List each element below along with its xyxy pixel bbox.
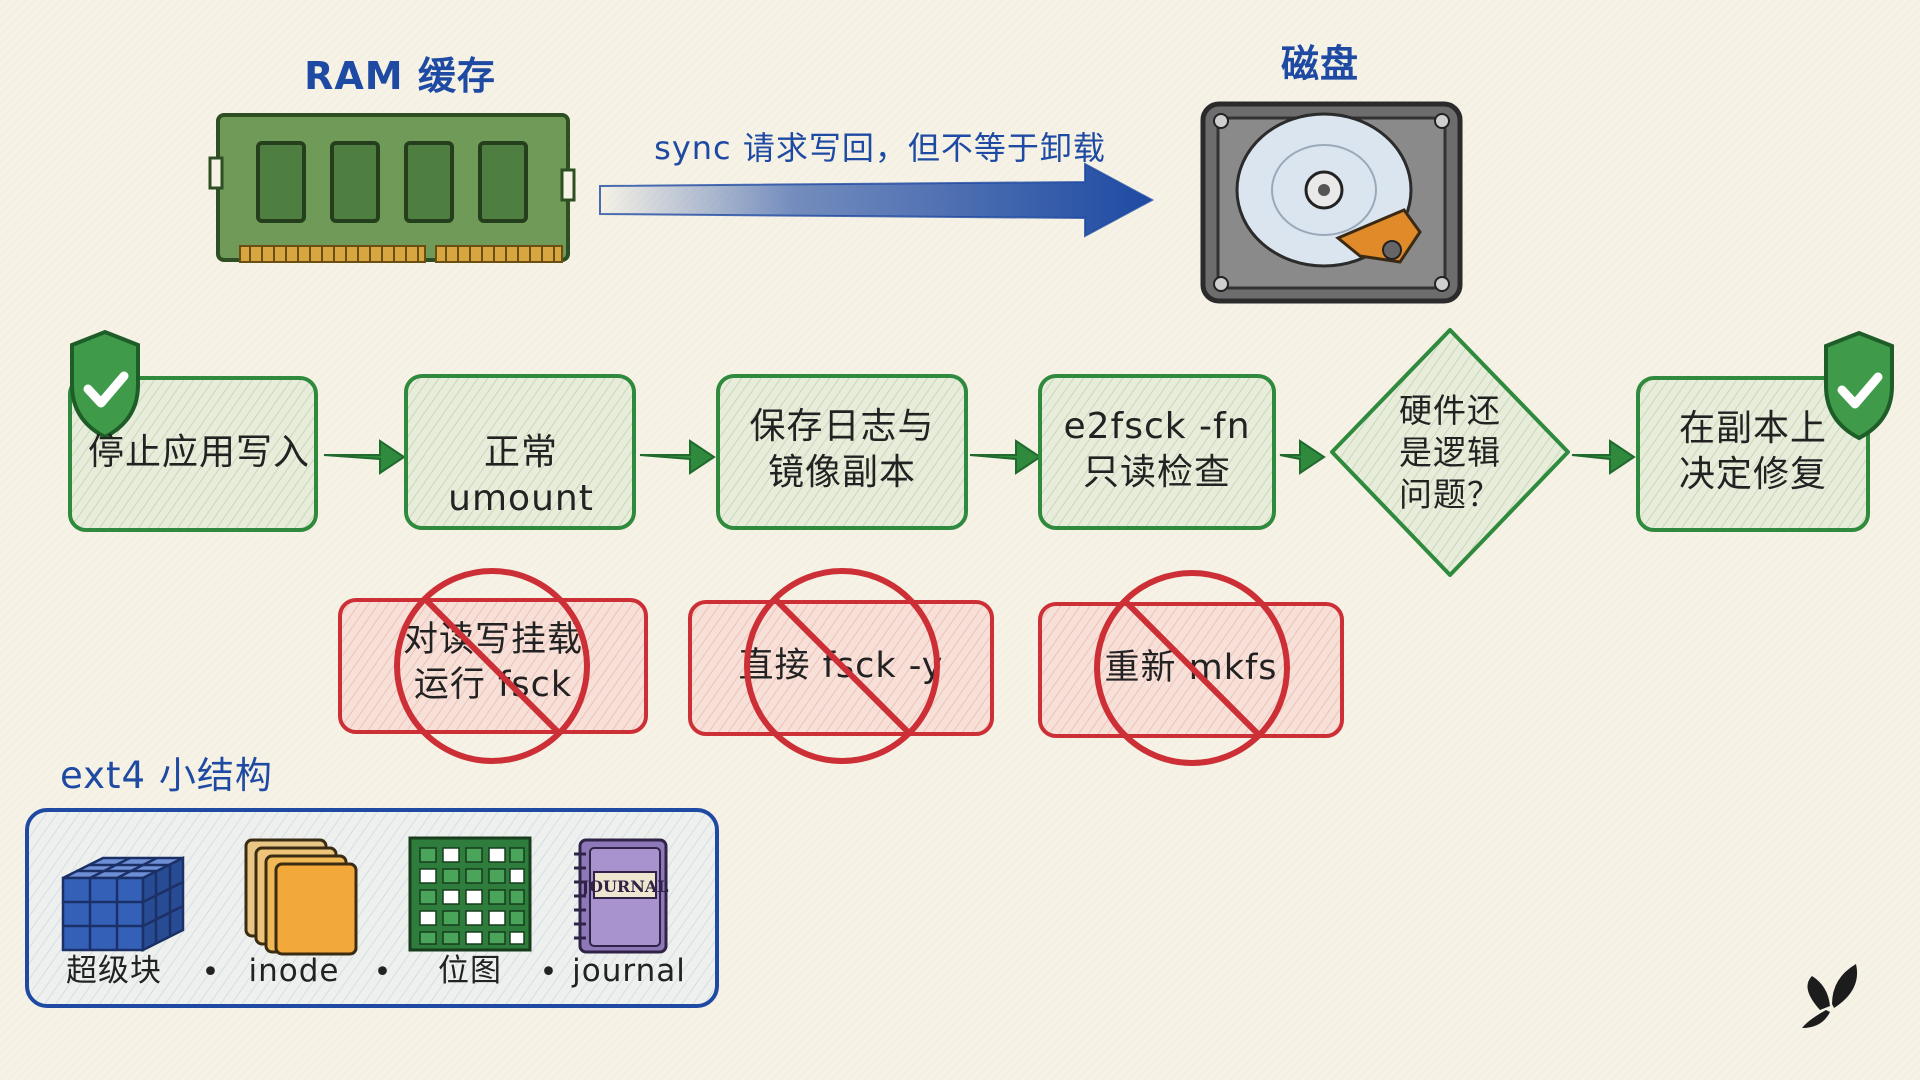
forbidden-1-label: 对读写挂载 运行 fsck	[402, 620, 583, 705]
journal-cover-text: JOURNAL	[579, 877, 668, 896]
prohibited-icon	[744, 568, 940, 764]
bitmap-grid-icon	[408, 836, 532, 952]
step-box-2	[404, 374, 636, 530]
ram-module-icon	[208, 113, 576, 263]
ext4-item-superblock: 超级块	[66, 953, 162, 989]
decision-label: 硬件还 是逻辑 问题？	[1399, 391, 1501, 515]
ram-title: RAM 缓存	[304, 54, 496, 98]
ext4-item-inode: inode	[248, 953, 340, 989]
step-3-label: 保存日志与 镜像副本	[749, 406, 935, 494]
ext4-panel	[25, 808, 719, 1008]
step-box-4	[1038, 374, 1276, 530]
flow-step-boxes	[68, 328, 1870, 577]
decision-diamond	[1330, 328, 1570, 577]
ext4-title: ext4 小结构	[60, 754, 273, 797]
cube-grid-icon	[61, 855, 185, 953]
shield-check-icon	[1824, 330, 1894, 441]
butterfly-icon	[1802, 964, 1858, 1028]
flow-connectors	[323, 439, 1636, 475]
prohibited-icon	[394, 568, 590, 764]
arrow-right-icon	[599, 162, 1155, 238]
disk-title: 磁盘	[1280, 42, 1359, 86]
shield-check-icon	[70, 329, 140, 440]
step-6-label: 在副本上 决定修复	[1678, 408, 1827, 496]
ext4-separator: •	[201, 955, 221, 990]
step-2-label: 正常 umount	[448, 432, 594, 520]
sync-arrow-label: sync 请求写回，但不等于卸载	[654, 129, 1106, 167]
ext4-item-bitmap: 位图	[438, 953, 502, 989]
journal-book-icon	[574, 838, 668, 954]
ext4-separator: •	[539, 955, 559, 990]
prohibited-icon	[1094, 570, 1290, 766]
stacked-cards-icon	[244, 838, 358, 956]
step-box-3	[716, 374, 968, 530]
step-1-label: 停止应用写入	[87, 432, 310, 473]
ext4-item-journal: journal	[572, 953, 686, 989]
step-box-6	[1636, 376, 1870, 532]
hard-disk-icon	[1200, 101, 1463, 304]
ext4-separator: •	[373, 955, 393, 990]
step-4-label: e2fsck -fn 只读检查	[1063, 406, 1251, 494]
